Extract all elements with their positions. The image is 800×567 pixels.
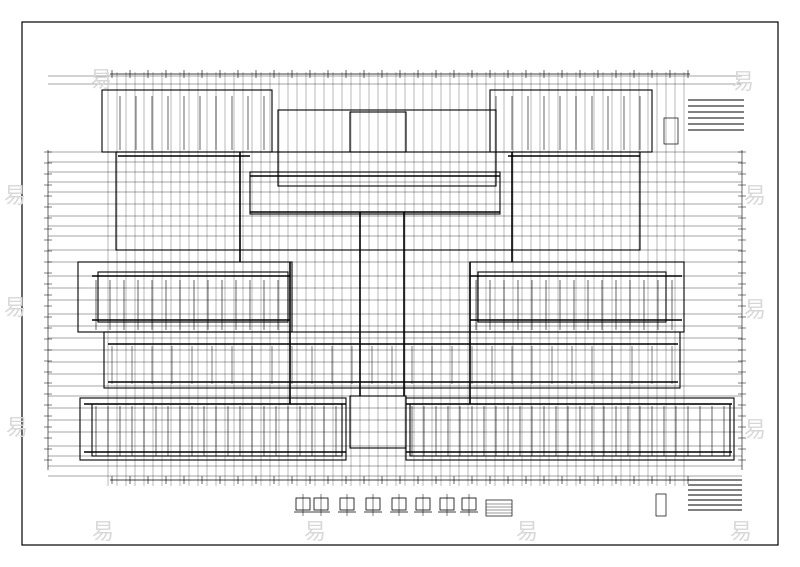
building-block-outline: [405, 397, 735, 461]
watermark-glyph: 易: [744, 418, 767, 443]
building-block-outline: [409, 403, 731, 457]
watermark-glyph: 易: [730, 520, 753, 545]
watermark-glyph: 易: [6, 416, 29, 441]
watermark-glyph: 易: [4, 184, 27, 209]
general-notes-blocks: [655, 99, 744, 517]
watermark-glyph: 易: [516, 520, 539, 545]
building-block-outline: [97, 271, 289, 323]
building-block-outline: [91, 403, 343, 457]
building-block-outline: [103, 331, 681, 389]
building-block-outline: [349, 395, 407, 449]
plan-outline: [77, 89, 735, 461]
watermark-glyph: 易: [744, 184, 767, 209]
building-block-outline: [249, 171, 501, 215]
outer-frame: [21, 21, 779, 546]
watermark-glyph: 易: [304, 520, 327, 545]
notes-legend-mark: [663, 117, 679, 145]
building-block-outline: [489, 89, 653, 153]
building-block-outline: [79, 397, 347, 461]
building-block-outline: [477, 271, 667, 323]
watermark-glyph: 易: [744, 298, 767, 323]
watermark-glyph: 易: [90, 68, 113, 93]
building-block-outline: [101, 89, 273, 153]
section-details-row: [294, 494, 513, 517]
watermark-glyph: 易: [4, 296, 27, 321]
building-block-outline: [115, 151, 641, 251]
notes-legend-mark: [655, 493, 667, 517]
wall-segments: [84, 96, 732, 456]
sheet-border: [21, 21, 779, 546]
watermark-glyph: 易: [732, 70, 755, 95]
detail-schedule-table: [485, 499, 513, 517]
axis-grid-lines: [44, 70, 746, 486]
watermark-glyph: 易: [92, 520, 115, 545]
